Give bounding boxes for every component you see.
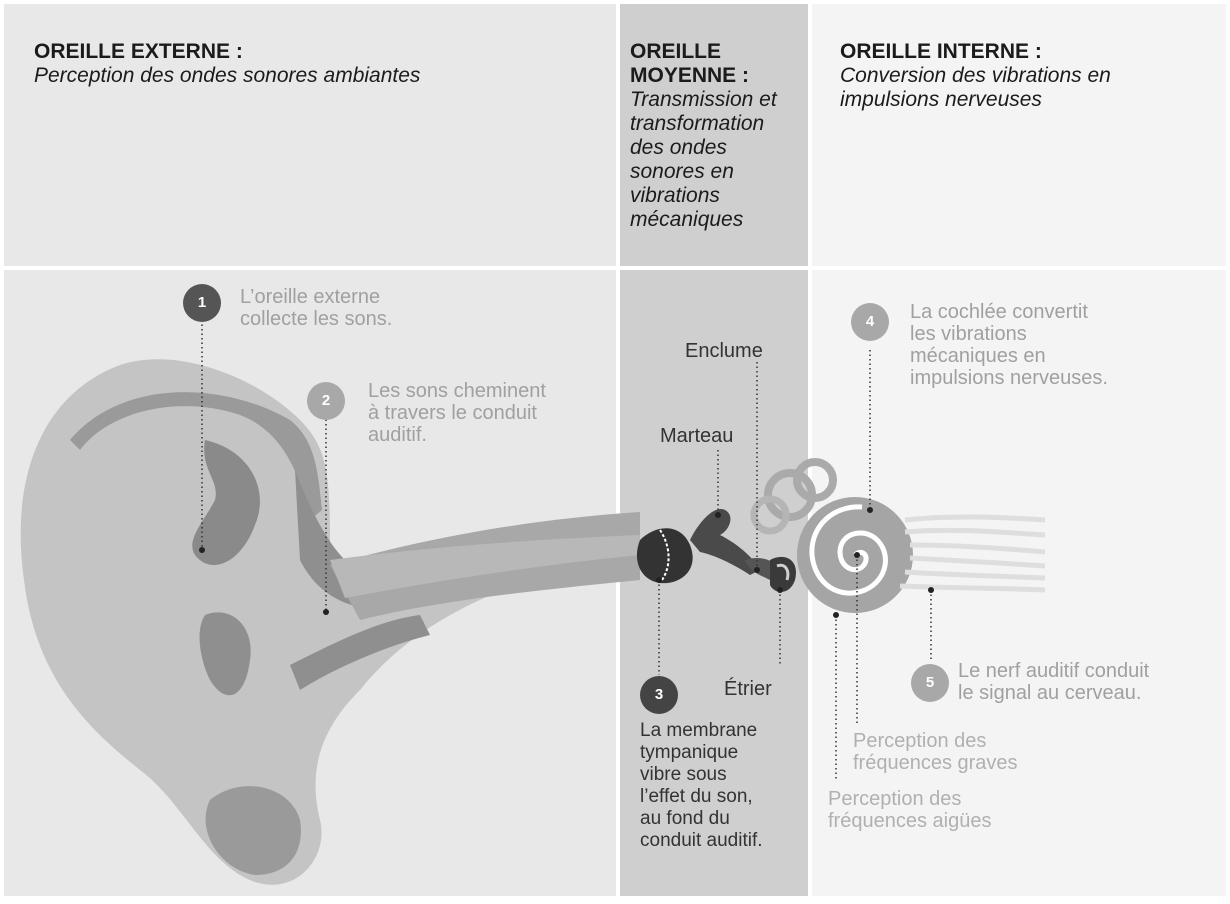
helix-rim [70, 392, 322, 520]
internal-subtitle-line: impulsions nerveuses [840, 88, 1042, 111]
concha-bowl [192, 440, 260, 565]
step-1-badge: 1 [183, 284, 221, 322]
external-header-panel [4, 4, 616, 266]
internal-subtitle-line: Conversion des vibrations en [840, 64, 1111, 87]
lobe-fold [290, 615, 430, 690]
etrier-bone [770, 556, 796, 592]
enclume-label: Enclume [685, 340, 763, 362]
cochlea-spiral [809, 504, 888, 596]
middle-subtitle-line: sonores en [630, 160, 734, 183]
middle-subtitle-line: vibrations [630, 184, 720, 207]
internal-title: OREILLE INTERNE : [840, 40, 1042, 63]
middle-subtitle-line: Transmission et [630, 88, 777, 111]
aigues-label: Perception des fréquences aigües [828, 788, 992, 832]
tragus-shape [199, 612, 251, 696]
lobule-shape [205, 786, 301, 875]
ear-canal-inner [330, 535, 640, 598]
eardrum [636, 528, 693, 584]
semicircular-canal-2 [793, 458, 837, 502]
internal-header: OREILLE INTERNE : Conversion des vibrati… [840, 40, 1111, 112]
middle-subtitle-line: transformation [630, 112, 765, 135]
step-5-badge: 5 [911, 664, 949, 702]
step-5-text: Le nerf auditif conduit le signal au cer… [958, 660, 1150, 704]
marteau-label: Marteau [660, 425, 734, 447]
middle-subtitle-line: des ondes [630, 136, 727, 159]
step-1-text: L’oreille externe collecte les sons. [240, 286, 393, 330]
graves-label: Perception des fréquences graves [853, 730, 1018, 774]
external-subtitle: Perception des ondes sonores ambiantes [34, 64, 421, 87]
auricle-shape [20, 359, 561, 885]
middle-header-panel [620, 4, 808, 266]
etrier-label: Étrier [724, 678, 772, 700]
external-header: OREILLE EXTERNE : Perception des ondes s… [34, 40, 420, 88]
step-2-badge: 2 [307, 382, 345, 420]
semicircular-canal-3 [750, 495, 790, 535]
step-4-text: La cochlée convertit les vibrations méca… [910, 301, 1108, 389]
marteau-bone [690, 509, 760, 575]
step-3-text: La membrane tympanique vibre sous l’effe… [640, 720, 763, 851]
internal-header-panel [812, 4, 1226, 266]
middle-title-line2: MOYENNE : [630, 64, 750, 87]
auditory-nerve [899, 514, 1046, 593]
step-3-badge: 3 [640, 676, 678, 714]
middle-header: OREILLE MOYENNE : Transmission et transf… [630, 40, 777, 232]
middle-subtitle-line: mécaniques [630, 208, 744, 231]
step-4-badge: 4 [851, 303, 889, 341]
middle-title-line1: OREILLE [630, 40, 722, 63]
external-title: OREILLE EXTERNE : [34, 40, 243, 63]
step-2-text: Les sons cheminent à travers le conduit … [368, 380, 546, 446]
